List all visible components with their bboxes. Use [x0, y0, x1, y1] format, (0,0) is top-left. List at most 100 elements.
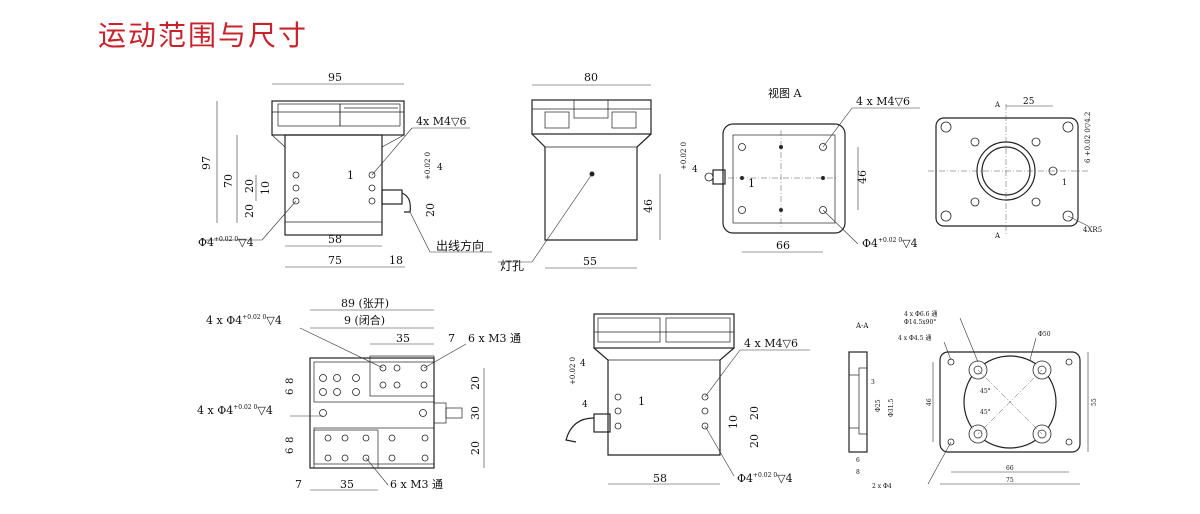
view-side: 80 46 55 灯孔 — [498, 71, 661, 273]
body — [284, 134, 383, 236]
m3-bottom-note: 6 x M3 通 — [390, 478, 443, 491]
dim-75: 75 — [328, 254, 342, 267]
dim-46: 46 — [856, 170, 869, 184]
lamp-hole-label: 灯孔 — [500, 259, 524, 273]
dim-1: 1 — [1062, 178, 1067, 187]
base-outline — [309, 357, 435, 469]
jaw-block — [593, 313, 735, 349]
body — [531, 133, 652, 241]
cable-connector — [381, 189, 403, 205]
dim-89-open: 89 (张开) — [341, 297, 389, 310]
dim-20b: 20 — [748, 434, 761, 448]
jaw-lower — [313, 429, 379, 469]
cable — [565, 417, 595, 443]
section-label: A-A — [855, 322, 869, 330]
dim-20: 20 — [243, 179, 256, 193]
dim-58: 58 — [328, 233, 342, 246]
m3-top-note: 6 x M3 通 — [468, 332, 521, 345]
hole-note: 4 x M4▽6 — [744, 337, 798, 350]
dim-55: 55 — [583, 255, 597, 268]
dim-8b: 8 — [285, 437, 296, 443]
hole-diam-note: Φ4+0.02 0▽4 — [198, 236, 254, 249]
dim-6b: 6 — [285, 448, 296, 454]
plate-outline — [935, 117, 1079, 227]
dim-10: 10 — [259, 181, 272, 195]
dim-55: 55 — [1091, 398, 1098, 406]
tol-vertical: +0.02 0 — [424, 152, 432, 180]
angle-45a: 45° — [980, 388, 991, 395]
dim-95: 95 — [328, 71, 342, 84]
dim-7b: 7 — [295, 478, 302, 491]
dim-4: 4 — [582, 400, 588, 410]
note-3: 4 x Φ4.5 通 — [898, 334, 931, 342]
note-2: Φ14.5x90° — [904, 319, 936, 326]
view-a-diam-note: Φ4+0.02 0▽4 — [862, 237, 918, 250]
dim-3: 3 — [871, 379, 875, 386]
dim-75: 75 — [1006, 477, 1014, 484]
hole — [292, 184, 300, 192]
view-front-2: +0.02 0 4 4 x M4▽6 1 4 10 20 20 58 Φ4+0.… — [565, 313, 810, 485]
view-a-plate — [732, 134, 836, 224]
dim-35b: 35 — [340, 478, 354, 491]
angle-45b: 45° — [980, 409, 991, 416]
view-a-outline — [722, 123, 846, 234]
dim-35: 35 — [396, 332, 410, 345]
dim-7: 7 — [448, 332, 455, 345]
dim-8: 8 — [856, 469, 860, 476]
dim-30: 30 — [469, 406, 482, 420]
hole-note-top: 4x M4▽6 — [416, 115, 466, 128]
cable — [401, 192, 411, 213]
hole — [292, 171, 300, 179]
hole-diam-note: Φ4+0.02 0▽4 — [737, 472, 793, 485]
pin-note: 2 x Φ4 — [872, 483, 892, 490]
dim-46: 46 — [642, 199, 655, 213]
dim-1: 1 — [748, 177, 755, 190]
dim-66: 66 — [776, 239, 790, 252]
jaw-left — [277, 103, 341, 127]
jaw-upper — [369, 355, 435, 397]
dim-20b: 20 — [243, 204, 256, 218]
dim-8: 8 — [285, 378, 296, 384]
hole-top-note: 4 x Φ4+0.02 0▽4 — [206, 314, 282, 327]
dim-10: 10 — [727, 415, 740, 429]
tol: +0.02 0 — [569, 357, 577, 385]
cable-direction-label: 出线方向 — [436, 238, 484, 253]
dim-6-tol: 6 +0.02 0▽4.2 — [1084, 112, 1092, 163]
section-a-bottom: A — [994, 232, 1001, 240]
dim-70: 70 — [222, 174, 235, 188]
dim-4: 4 — [437, 163, 443, 173]
view-a: 视图 A 4 x M4▽6 +0.02 0 4 1 46 66 Φ4+0.02 … — [680, 86, 920, 253]
dim-9-closed: 9 (闭合) — [344, 313, 385, 327]
hole — [368, 184, 376, 192]
section-a-top: A — [994, 101, 1001, 109]
dim-58: 58 — [653, 472, 667, 485]
dim-18: 18 — [389, 254, 403, 267]
dim-97: 97 — [200, 156, 213, 170]
flange-outline — [939, 351, 1081, 453]
dim-80: 80 — [584, 71, 598, 84]
dim-25: 25 — [1023, 97, 1035, 107]
dia-25: Φ25 — [875, 399, 882, 412]
view-section-aa: A-A 3 Φ25 Φ31.5 6 8 4 x Φ6.6 通 Φ14.5x90°… — [848, 310, 1098, 490]
dim-20b: 20 — [469, 441, 482, 455]
body — [593, 347, 735, 456]
hole-mid-note: 4 x Φ4+0.02 0▽4 — [197, 404, 273, 417]
view-jaw-top: 89 (张开) 9 (闭合) 4 x Φ4+0.02 0▽4 35 7 6 x … — [197, 297, 521, 491]
dia-50: Φ50 — [1038, 331, 1051, 338]
dim-4-top: 4 — [580, 359, 586, 369]
dim-1: 1 — [347, 169, 354, 182]
hole — [368, 197, 376, 205]
dia-31-5: Φ31.5 — [888, 399, 895, 417]
dim-4: 4 — [692, 165, 698, 175]
view-a-title: 视图 A — [768, 86, 802, 100]
jaw-block — [271, 100, 405, 136]
dim-20: 20 — [748, 406, 761, 420]
dim-46: 46 — [926, 398, 933, 406]
dim-66: 66 — [1006, 465, 1014, 472]
tol: +0.02 0 — [680, 142, 688, 170]
view-front-cable: 95 97 70 20 10 20 58 75 18 1 20 4x M4▽6 … — [198, 71, 492, 268]
page-title: 运动范围与尺寸 — [98, 19, 309, 52]
section-outline — [848, 351, 868, 453]
jaw-right — [339, 103, 401, 127]
